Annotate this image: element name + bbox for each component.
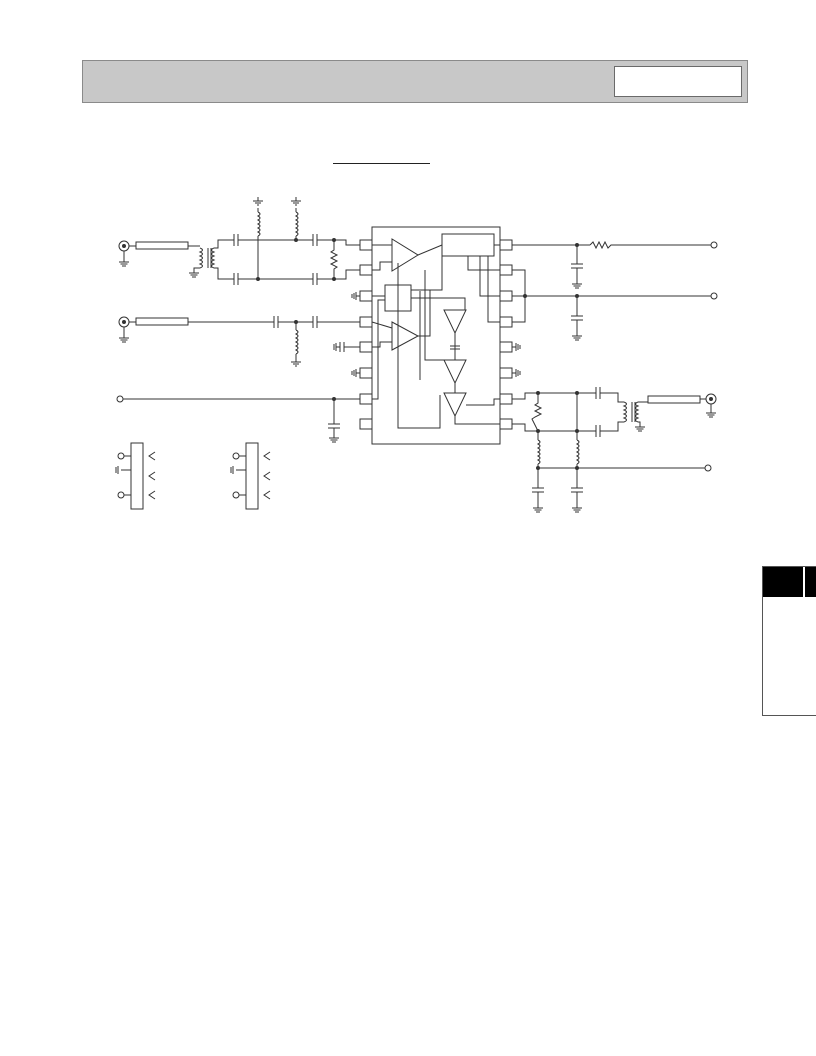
balun-2 bbox=[622, 401, 627, 423]
ic-pin-r7 bbox=[499, 393, 513, 405]
ic-pin-l3 bbox=[359, 290, 373, 302]
ic-buffer-1 bbox=[443, 309, 467, 335]
ic-pin-r6 bbox=[499, 367, 513, 379]
ic-oscillator-block bbox=[441, 233, 495, 257]
ic-pin-l6 bbox=[359, 367, 373, 379]
ic-pin-l7 bbox=[359, 393, 373, 405]
connector-legend-2 bbox=[245, 442, 259, 510]
ic-pin-r5 bbox=[499, 341, 513, 353]
ic-body bbox=[371, 226, 501, 445]
ic-pin-l4 bbox=[359, 316, 373, 328]
ic-pin-l2 bbox=[359, 264, 373, 276]
output-3-resistor bbox=[531, 393, 543, 432]
ic-pin-l5 bbox=[359, 341, 373, 353]
side-tab-header bbox=[763, 567, 816, 597]
input-1-coax bbox=[135, 241, 189, 250]
balun-1 bbox=[198, 247, 203, 269]
ic-pin-l1 bbox=[359, 239, 373, 251]
ic-pin-r3 bbox=[499, 290, 513, 302]
side-tab[interactable] bbox=[762, 566, 816, 716]
connector-legend-1 bbox=[130, 442, 144, 510]
ic-pin-l8 bbox=[359, 418, 373, 430]
control-input-terminal bbox=[116, 395, 124, 403]
ic-pin-r1 bbox=[499, 239, 513, 251]
output-2-terminal bbox=[710, 292, 718, 300]
output-1-terminal bbox=[710, 241, 718, 249]
output-1-resistor bbox=[589, 240, 712, 250]
supply-terminal bbox=[704, 464, 712, 472]
ic-pin-r2 bbox=[499, 264, 513, 276]
ic-pin-r4 bbox=[499, 316, 513, 328]
side-tab-notch bbox=[803, 567, 805, 597]
input-2-coax bbox=[135, 317, 189, 326]
output-3-coax bbox=[647, 395, 701, 404]
ic-pin-r8 bbox=[499, 418, 513, 430]
input-1-resistor bbox=[329, 240, 339, 279]
header-label-box bbox=[614, 66, 742, 97]
figure-title-underline bbox=[333, 163, 430, 164]
